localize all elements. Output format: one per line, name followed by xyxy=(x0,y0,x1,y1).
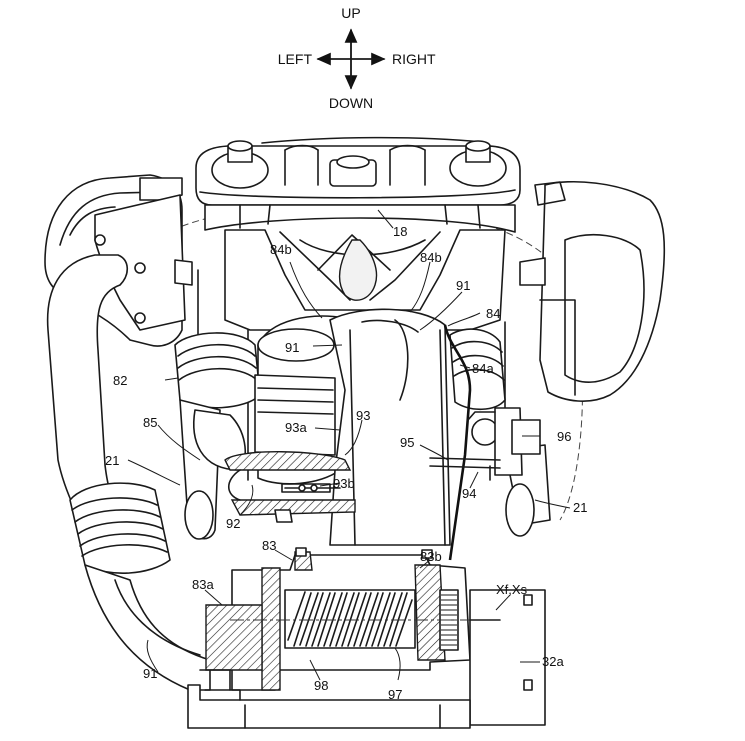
label-93: 93 xyxy=(356,408,370,423)
compass-right-label: RIGHT xyxy=(392,51,436,67)
label-98: 98 xyxy=(314,678,328,693)
compass-left-label: LEFT xyxy=(278,51,313,67)
label-84: 84 xyxy=(486,306,500,321)
label-96: 96 xyxy=(557,429,571,444)
label-92: 92 xyxy=(226,516,240,531)
label-18: 18 xyxy=(393,224,407,239)
cylinder-head xyxy=(195,136,521,233)
label-32a: 32a xyxy=(542,654,564,669)
label-83: 83 xyxy=(262,538,276,553)
label-21-right: 21 xyxy=(573,500,587,515)
label-93b: 93b xyxy=(333,476,355,491)
leader-lines xyxy=(127,209,571,681)
left-inlet-boot xyxy=(174,332,261,540)
engine-block xyxy=(197,229,506,521)
label-94: 94 xyxy=(462,486,476,501)
head-cap-center xyxy=(284,144,426,187)
label-82: 82 xyxy=(113,373,127,388)
label-83a: 83a xyxy=(192,577,214,592)
label-95: 95 xyxy=(400,435,414,450)
right-box-32a xyxy=(469,589,546,726)
head-bolt-left xyxy=(211,140,269,189)
left-corrugated-boot xyxy=(69,482,171,574)
label-84a: 84a xyxy=(472,361,494,376)
label-91-mid: 91 xyxy=(285,340,299,355)
label-xf-xs: Xf,Xs xyxy=(496,582,528,597)
part-labels: 18 84b 84b 91 91 84 84a 82 85 21 93a 93 … xyxy=(105,224,587,702)
label-84b-right: 84b xyxy=(420,250,442,265)
label-93a: 93a xyxy=(285,420,307,435)
right-air-box xyxy=(519,180,666,402)
direction-compass: UP DOWN LEFT RIGHT xyxy=(278,5,436,111)
label-21-left: 21 xyxy=(105,453,119,468)
compass-down-label: DOWN xyxy=(329,95,373,111)
label-91-bottom: 91 xyxy=(143,666,157,681)
label-91-top: 91 xyxy=(456,278,470,293)
label-83b: 83b xyxy=(420,549,442,564)
base-plate xyxy=(187,669,471,729)
right-valve-assembly xyxy=(429,324,541,561)
head-bolt-right xyxy=(449,140,507,187)
worm-screw xyxy=(284,589,416,649)
label-97: 97 xyxy=(388,687,402,702)
compass-up-label: UP xyxy=(341,5,360,21)
lower-starter-housing xyxy=(205,547,500,691)
label-85: 85 xyxy=(143,415,157,430)
label-84b-left: 84b xyxy=(270,242,292,257)
left-intake-pipe xyxy=(46,254,211,691)
